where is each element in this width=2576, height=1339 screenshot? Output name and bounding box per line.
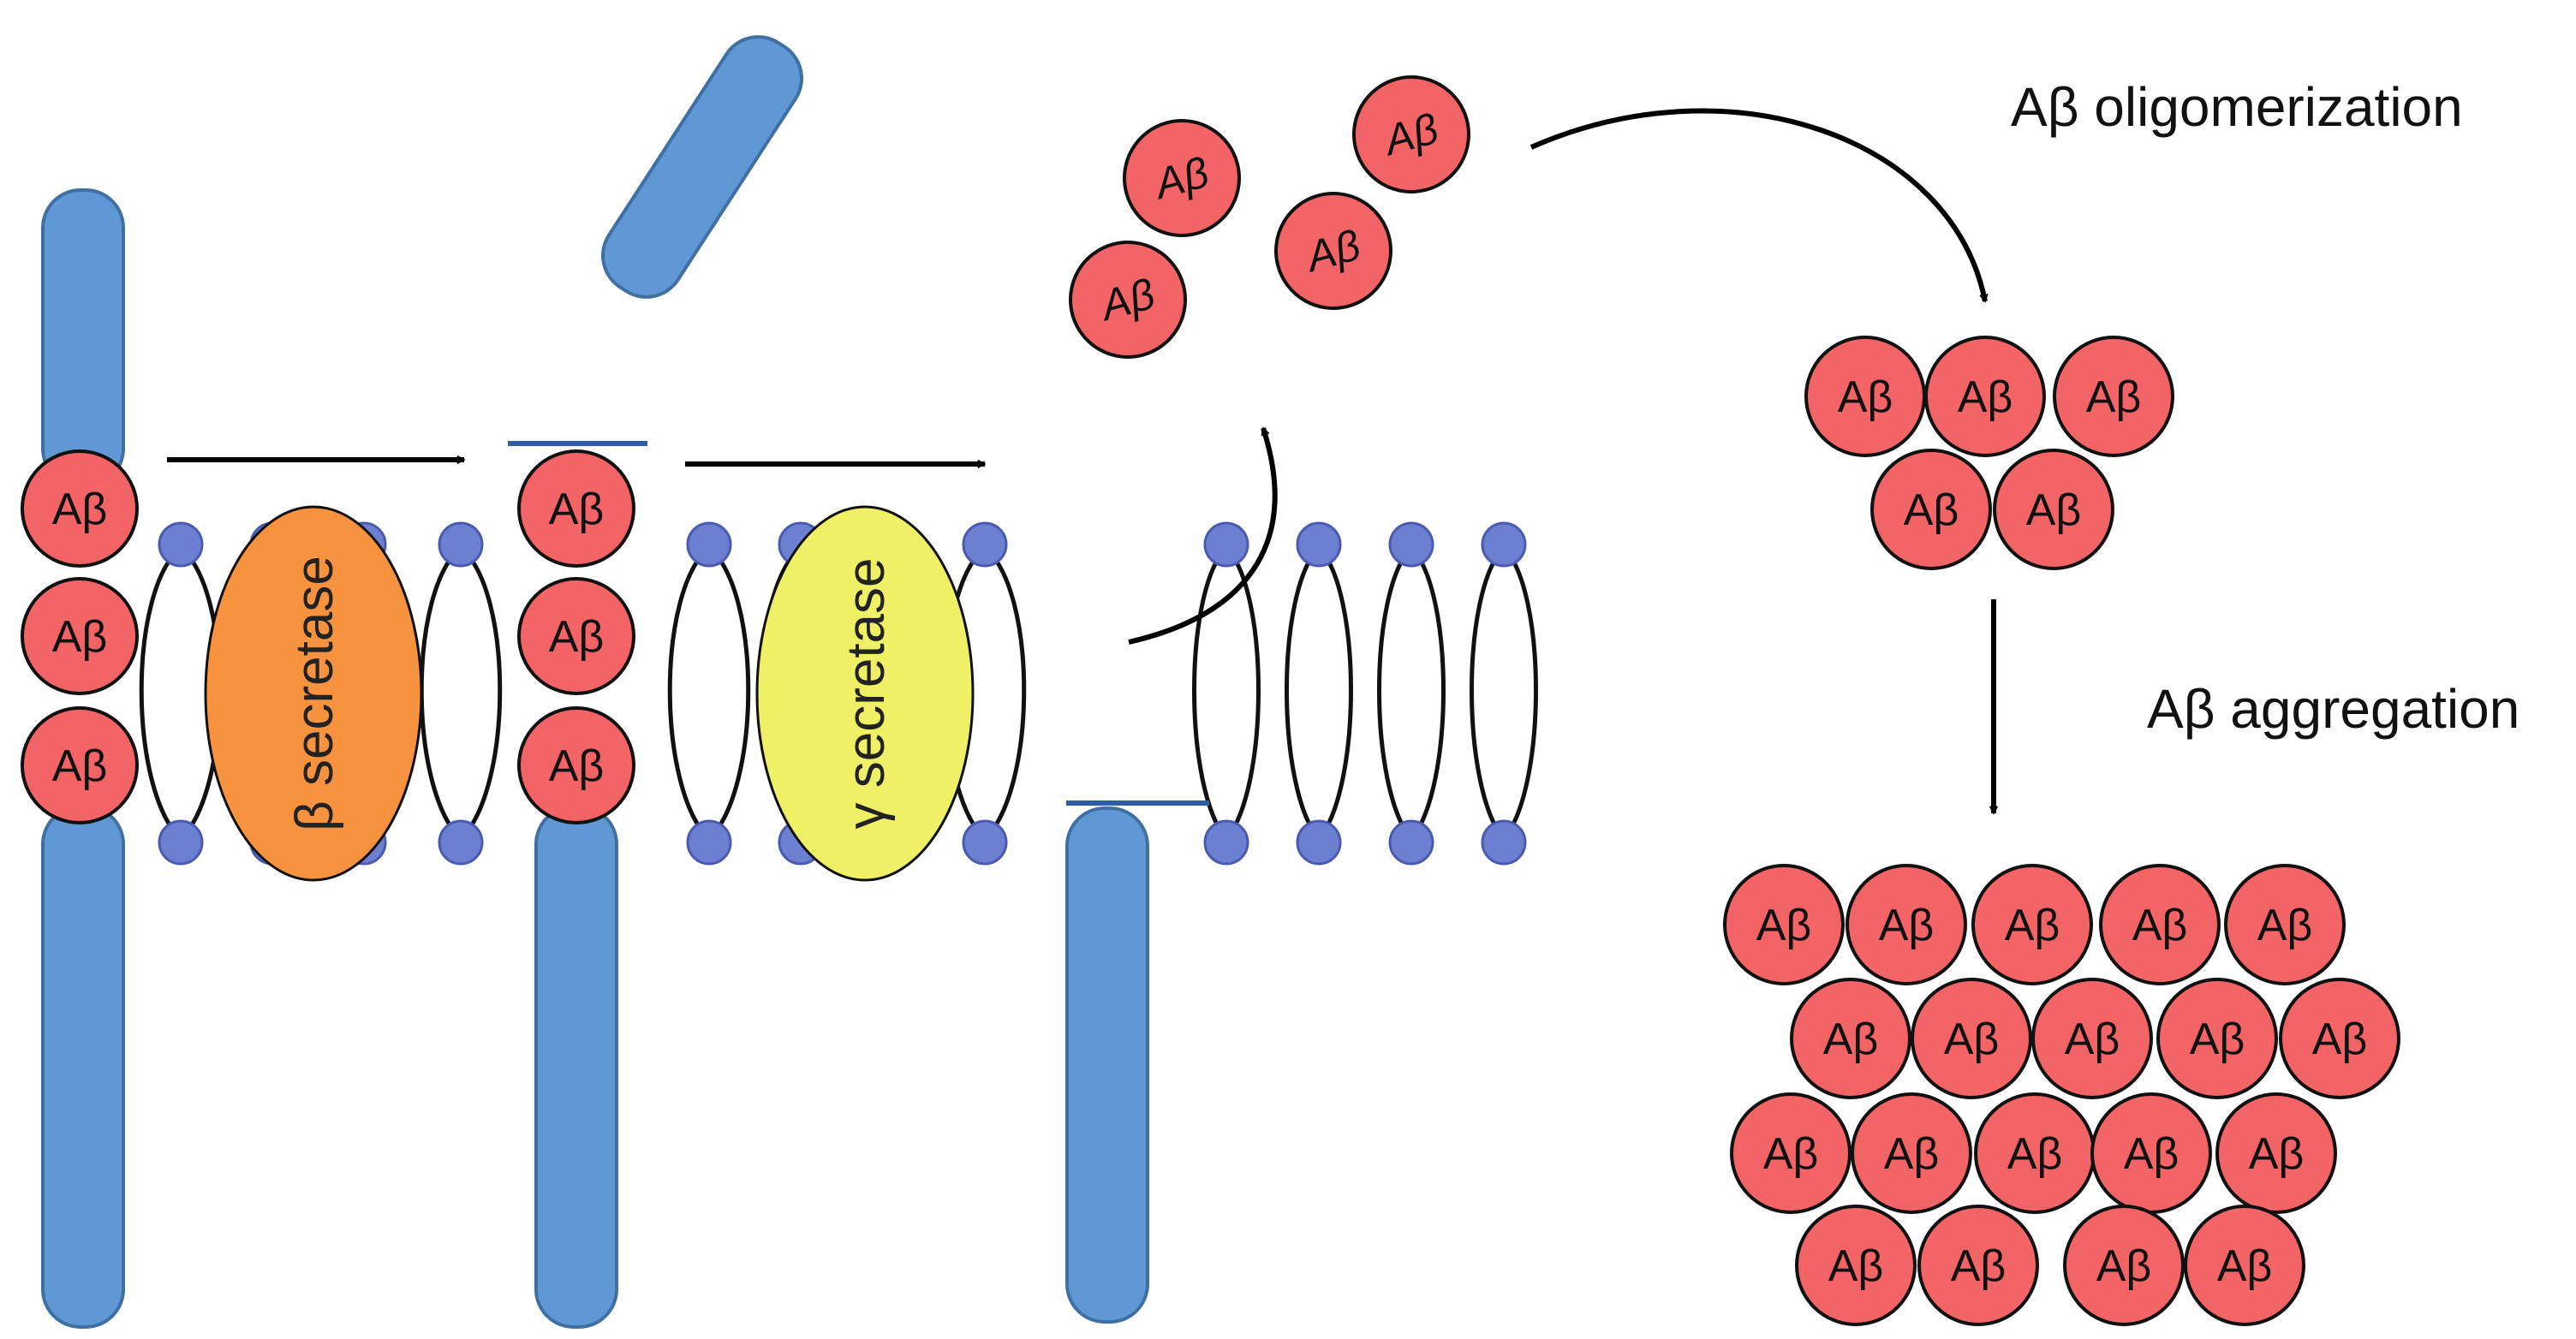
ab-label: Aβ (2249, 1129, 2305, 1179)
ab-monomer: Aβ (1723, 864, 1845, 985)
ab-monomer: Aβ (2215, 1092, 2337, 1214)
ab-monomer: Aβ (1123, 119, 1241, 237)
aicd-fragment (1065, 806, 1149, 1324)
ab-monomer: Aβ (1917, 1205, 2039, 1326)
ab-monomer: Aβ (1846, 864, 1967, 985)
ab-label: Aβ (1763, 1129, 1819, 1179)
ab-label: Aβ (2007, 1129, 2063, 1179)
ab-monomer: Aβ (1795, 1205, 1917, 1326)
ab-label: Aβ (52, 741, 108, 791)
ab-label: Aβ (1838, 372, 1893, 422)
ab-label: Aβ (2257, 901, 2313, 950)
ab-label: Aβ (2190, 1015, 2245, 1064)
app-protein-full: Aβ Aβ Aβ (21, 188, 139, 1329)
lipid-pair (943, 521, 1027, 866)
lipid-bilayer-right (1192, 521, 1538, 866)
ab-label: Aβ (52, 485, 108, 534)
app-protein-beta-cleaved: Aβ Aβ Aβ (508, 441, 647, 1329)
ab-label: Aβ (2132, 901, 2188, 950)
lipid-pair (419, 521, 503, 866)
oligomerization-label: Aβ oligomerization (2011, 76, 2463, 138)
ab-monomer: Aβ (517, 449, 635, 568)
oligomerization-arrow (1530, 108, 1985, 301)
ab-label: Aβ (2312, 1015, 2368, 1064)
ab-oligomer: Aβ Aβ Aβ Aβ Aβ (1804, 336, 2174, 570)
app-protein-gamma-cleaved (1065, 800, 1209, 1324)
ab-monomer: Aβ (21, 706, 139, 824)
ab-label: Aβ (1756, 901, 1812, 950)
lipid-pair (1470, 521, 1538, 866)
ab-label: Aβ (1828, 1241, 1884, 1291)
ab-monomer: Aβ (1993, 449, 2114, 570)
gamma-secretase: γ secretase (755, 505, 975, 882)
ab-label: Aβ (1823, 1015, 1879, 1064)
ab-label: Aβ (2096, 1241, 2152, 1291)
ab-monomer: Aβ (2156, 978, 2278, 1099)
ab-monomer: Aβ (1352, 75, 1470, 193)
lipid-pair (1377, 521, 1446, 866)
ab-monomer: Aβ (2224, 864, 2346, 985)
ab-label: Aβ (1944, 1015, 2000, 1064)
ab-monomer: Aβ (2184, 1205, 2305, 1326)
beta-secretase-label: β secretase (285, 556, 344, 831)
ab-monomer: Aβ (21, 449, 139, 568)
ab-monomer: Aβ (2090, 1092, 2212, 1214)
ab-monomer: Aβ (1804, 336, 1926, 457)
ab-label: Aβ (1951, 1241, 2007, 1291)
app-intracellular-domain (41, 805, 125, 1329)
ab-label: Aβ (2005, 901, 2060, 950)
ab-monomer: Aβ (1971, 864, 2093, 985)
lipid-pair (1192, 521, 1261, 866)
ab-monomer: Aβ (1974, 1092, 2096, 1214)
ab-label: Aβ (549, 612, 605, 662)
ab-label: Aβ (1884, 1129, 1940, 1179)
ab-label: Aβ (2086, 372, 2142, 422)
app-extracellular-domain (41, 188, 125, 488)
ab-monomer: Aβ (1274, 192, 1392, 310)
ab-monomer: Aβ (2053, 336, 2174, 457)
ab-label: Aβ (2026, 485, 2082, 535)
ab-label: Aβ (2124, 1129, 2179, 1179)
lipid-pair (667, 521, 751, 866)
ab-label: Aβ (2065, 1015, 2120, 1064)
lipid-pair (1285, 521, 1353, 866)
ab-monomer: Aβ (1851, 1092, 1972, 1214)
ab-monomer: Aβ (1924, 336, 2046, 457)
ab-monomer: Aβ (1790, 978, 1911, 1099)
ab-monomer: Aβ (2031, 978, 2153, 1099)
aggregation-label: Aβ aggregation (2147, 678, 2519, 740)
ab-label: Aβ (549, 741, 605, 791)
ab-monomer: Aβ (2099, 864, 2221, 985)
ab-monomer: Aβ (1069, 241, 1187, 359)
release-arrow (1128, 428, 1278, 645)
gamma-secretase-label: γ secretase (837, 557, 896, 829)
ab-label: Aβ (1879, 901, 1935, 950)
ab-monomer: Aβ (1730, 1092, 1852, 1214)
ab-aggregate: Aβ Aβ Aβ Aβ Aβ Aβ Aβ Aβ Aβ Aβ Aβ Aβ Aβ A… (1723, 864, 2400, 1326)
beta-secretase: β secretase (204, 505, 423, 882)
ab-monomer: Aβ (2279, 978, 2400, 1099)
lipid-pair (139, 521, 223, 866)
ab-monomer: Aβ (517, 706, 635, 824)
ab-label: Aβ (549, 485, 605, 534)
ab-monomer: Aβ (2063, 1205, 2185, 1326)
ab-monomer: Aβ (517, 577, 635, 695)
ab-label: Aβ (52, 612, 108, 662)
ab-monomer: Aβ (1911, 978, 2032, 1099)
ab-label: Aβ (1904, 485, 1959, 535)
ab-label: Aβ (2217, 1241, 2273, 1291)
released-app-fragment (601, 35, 803, 299)
ab-monomer: Aβ (1870, 449, 1992, 570)
free-ab-monomers: Aβ Aβ Aβ Aβ (1069, 75, 1470, 359)
app-intracellular-domain (534, 805, 618, 1329)
ab-label: Aβ (1958, 372, 2013, 422)
ab-monomer: Aβ (21, 577, 139, 695)
